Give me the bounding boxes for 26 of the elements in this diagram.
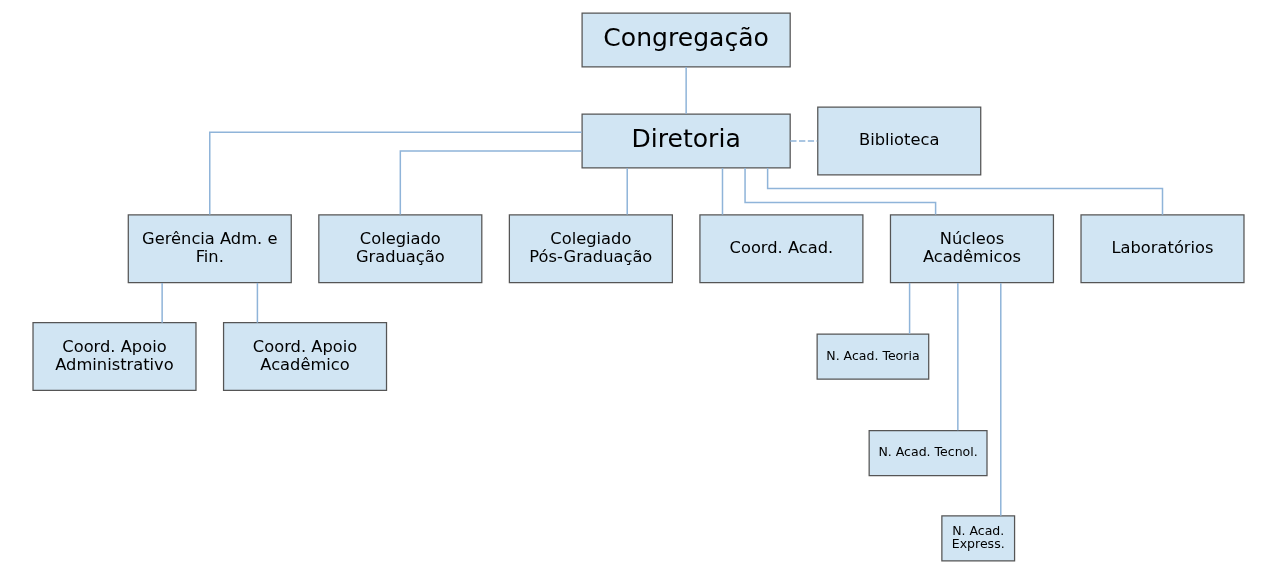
connector	[766, 167, 1164, 216]
connector	[957, 282, 959, 431]
connector	[721, 167, 724, 216]
node-box: N. Acad. Express.	[941, 515, 1016, 562]
node-box: Colegiado Graduação	[318, 214, 483, 284]
node-box: N. Acad. Tecnol.	[868, 429, 988, 477]
node-box: Laboratórios	[1080, 214, 1245, 284]
node-box: N. Acad. Teoria	[816, 333, 930, 380]
node-box: Congregação	[581, 12, 791, 68]
connector	[744, 167, 937, 216]
connector	[161, 282, 163, 324]
node-box: Coord. Acad.	[699, 214, 864, 284]
node-box: Coord. Apoio Administrativo	[32, 322, 197, 392]
node-box: Núcleos Acadêmicos	[889, 214, 1055, 284]
node-box: Biblioteca	[817, 106, 982, 176]
connector	[256, 282, 259, 324]
node-box: Colegiado Pós-Graduação	[508, 214, 673, 284]
connector	[1000, 282, 1002, 517]
connector	[685, 66, 687, 115]
connector	[399, 150, 583, 216]
node-box: Coord. Apoio Acadêmico	[222, 322, 388, 392]
connector	[626, 167, 628, 216]
node-box: Gerência Adm. e Fin.	[127, 214, 292, 284]
connector	[209, 131, 583, 216]
connector	[908, 282, 911, 335]
node-box: Diretoria	[581, 113, 791, 169]
